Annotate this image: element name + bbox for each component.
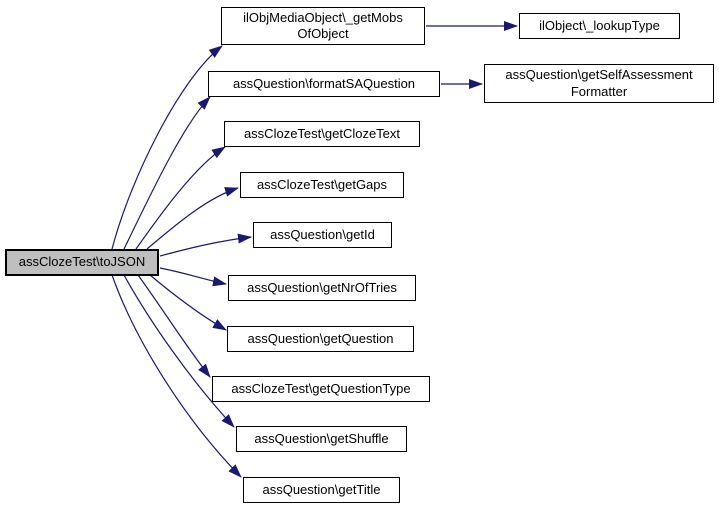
node-assquestion-getselfassessmentformatter[interactable]: assQuestion\getSelfAssessment Formatter: [484, 64, 714, 103]
edge-tojson-to-getquestiontype: [137, 274, 211, 378]
edge-tojson-to-formatsaquestion: [123, 96, 211, 250]
edge-tojson-to-gettitle: [111, 274, 242, 478]
edge-tojson-to-getgaps: [146, 187, 239, 250]
node-assquestion-getquestion[interactable]: assQuestion\getQuestion: [227, 326, 414, 352]
node-assclozetest-getclozetext[interactable]: assClozeTest\getClozeText: [224, 121, 420, 147]
node-assquestion-getnroftries[interactable]: assQuestion\getNrOfTries: [228, 275, 416, 301]
edge-tojson-to-getquestion: [149, 274, 227, 331]
node-assquestion-formatsaquestion[interactable]: assQuestion\formatSAQuestion: [208, 71, 440, 97]
node-assclozetest-tojson: assClozeTest\toJSON: [5, 249, 159, 276]
edge-tojson-to-getshuffle: [123, 274, 235, 428]
edge-tojson-to-getmobsofobject: [111, 45, 223, 250]
node-assquestion-getid[interactable]: assQuestion\getId: [253, 222, 392, 248]
node-assquestion-gettitle[interactable]: assQuestion\getTitle: [243, 477, 400, 503]
edge-tojson-to-getid: [159, 233, 252, 257]
node-assquestion-getshuffle[interactable]: assQuestion\getShuffle: [236, 426, 407, 452]
node-assclozetest-getgaps[interactable]: assClozeTest\getGaps: [240, 172, 404, 198]
edge-tojson-to-getclozetext: [135, 146, 226, 250]
node-assclozetest-getquestiontype[interactable]: assClozeTest\getQuestionType: [212, 376, 430, 402]
node-ilobjmediaobject-getmobsofobject[interactable]: ilObjMediaObject\_getMobs OfObject: [221, 7, 425, 45]
edge-tojson-to-getnroftries: [159, 267, 227, 287]
node-ilobject-lookuptype[interactable]: ilObject\_lookupType: [519, 13, 680, 39]
